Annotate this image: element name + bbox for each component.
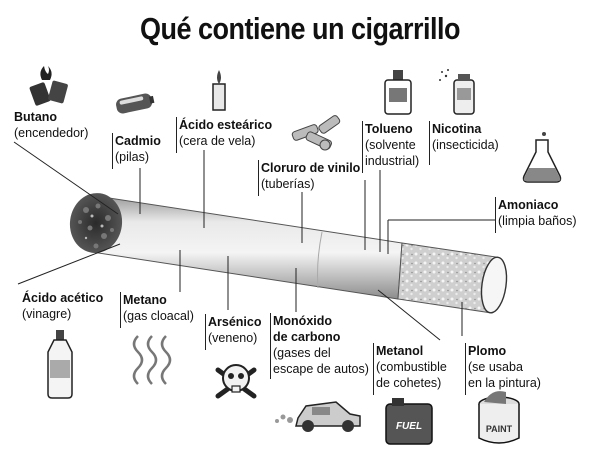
label-bar xyxy=(495,197,496,233)
label-arsenico: Arsénico (veneno) xyxy=(208,314,262,346)
substance-name: Amoniaco xyxy=(498,198,559,212)
substance-use: en la pintura) xyxy=(468,376,541,390)
label-amoniaco: Amoniaco (limpia baños) xyxy=(498,197,577,229)
substance-name: Ácido esteárico xyxy=(179,118,273,132)
label-plomo: Plomo (se usaba en la pintura) xyxy=(468,343,541,391)
label-bar xyxy=(373,343,374,395)
substance-use: (veneno) xyxy=(208,331,258,345)
label-nicotina: Nicotina (insecticida) xyxy=(432,121,499,153)
substance-name: Nicotina xyxy=(432,122,482,136)
substance-name: Metanol xyxy=(376,344,424,358)
label-metano: Metano (gas cloacal) xyxy=(123,292,194,324)
filter-end xyxy=(480,256,508,314)
substance-name: Monóxido xyxy=(273,314,333,328)
substance-name: Cadmio xyxy=(115,134,161,148)
label-cloruro-de-vinilo: Cloruro de vinilo (tuberías) xyxy=(261,160,360,192)
substance-name: Butano xyxy=(14,110,58,124)
substance-use: (encendedor) xyxy=(14,126,89,140)
page-title: Qué contiene un cigarrillo xyxy=(139,12,461,46)
label-butano: Butano (encendedor) xyxy=(14,109,88,141)
substance-use: (tuberías) xyxy=(261,177,315,191)
cigarette-paper xyxy=(91,195,403,300)
substance-name-line2: de carbono xyxy=(273,330,341,344)
label-tolueno: Tolueno (solvente industrial) xyxy=(365,121,419,169)
label-bar xyxy=(362,121,363,173)
substance-name: Plomo xyxy=(468,344,507,358)
label-bar xyxy=(465,343,466,395)
label-acido-estearico: Ácido esteárico (cera de vela) xyxy=(179,117,272,149)
label-acido-acetico: Ácido acético (vinagre) xyxy=(22,290,103,322)
substance-use: (solvente xyxy=(365,138,416,152)
substance-use: industrial) xyxy=(365,154,420,168)
label-monoxido-de-carbono: Monóxido de carbono (gases del escape de… xyxy=(273,313,369,377)
substance-name: Arsénico xyxy=(208,315,262,329)
substance-use: (vinagre) xyxy=(22,307,72,321)
substance-use: escape de autos) xyxy=(273,362,369,376)
label-bar xyxy=(258,160,259,196)
substance-use: (insecticida) xyxy=(432,138,499,152)
label-bar xyxy=(176,117,177,153)
label-bar xyxy=(112,133,113,169)
label-bar xyxy=(205,314,206,350)
label-bar xyxy=(270,313,271,379)
cigarette-filter xyxy=(397,242,497,314)
substance-use: (se usaba xyxy=(468,360,523,374)
label-cadmio: Cadmio (pilas) xyxy=(115,133,161,165)
substance-use: (cera de vela) xyxy=(179,134,256,148)
substance-use: (gas cloacal) xyxy=(123,309,194,323)
substance-name: Cloruro de vinilo xyxy=(261,161,361,175)
substance-use: (limpia baños) xyxy=(498,214,577,228)
substance-name: Ácido acético xyxy=(22,291,104,305)
label-bar xyxy=(120,292,121,328)
substance-name: Metano xyxy=(123,293,167,307)
label-metanol: Metanol (combustible de cohetes) xyxy=(376,343,447,391)
substance-name: Tolueno xyxy=(365,122,413,136)
substance-use: (gases del xyxy=(273,346,331,360)
substance-use: (combustible xyxy=(376,360,447,374)
label-bar xyxy=(429,121,430,165)
substance-use: de cohetes) xyxy=(376,376,442,390)
substance-use: (pilas) xyxy=(115,150,150,164)
